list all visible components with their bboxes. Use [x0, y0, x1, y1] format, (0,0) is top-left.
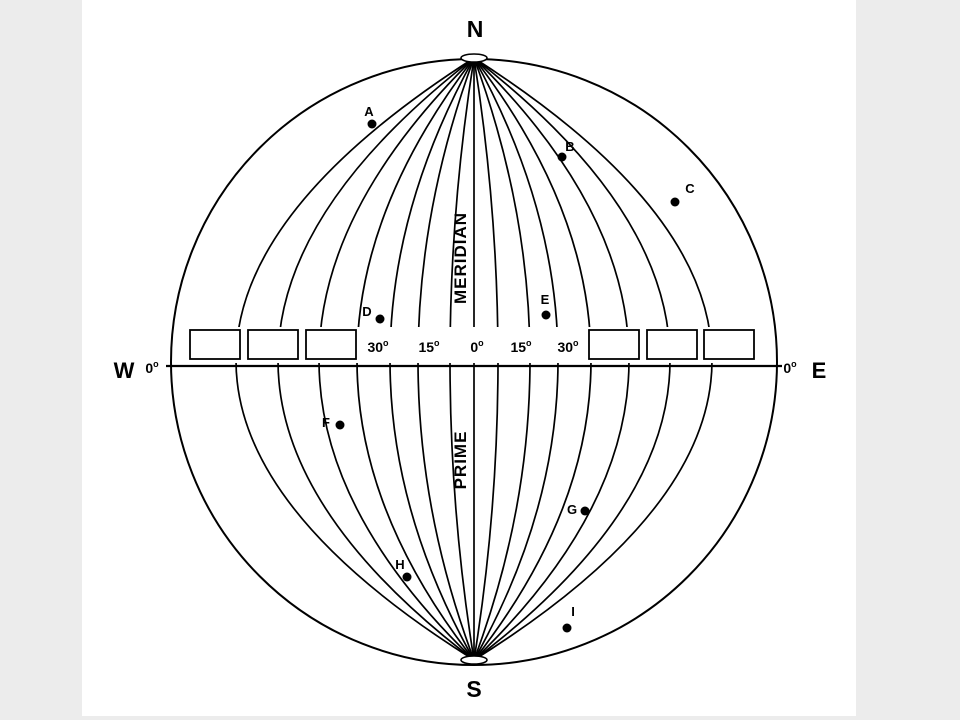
north-label: N [467, 16, 484, 42]
south-label: S [466, 676, 481, 702]
west-answer-box-3[interactable] [305, 329, 357, 360]
point-d-dot [375, 314, 385, 324]
east-answer-box-3[interactable] [703, 329, 755, 360]
scale-label-west-30: 30o [367, 338, 389, 355]
east-answer-box-1[interactable] [588, 329, 640, 360]
point-g-dot [580, 506, 590, 516]
point-i-label: I [571, 604, 575, 619]
scale-label-east-15: 15o [510, 338, 532, 355]
meridian-word-upper: MERIDIAN [451, 212, 470, 304]
scale-label-zero: 0o [470, 338, 484, 355]
point-e-dot [541, 310, 551, 320]
meridian-word-lower: PRIME [451, 431, 470, 490]
point-h: H [395, 557, 412, 582]
point-f: F [322, 415, 345, 430]
point-d: D [362, 304, 385, 324]
point-i: I [562, 604, 575, 633]
point-i-dot [562, 623, 572, 633]
point-c-label: C [685, 181, 695, 196]
point-f-dot [335, 420, 345, 430]
point-d-label: D [362, 304, 371, 319]
point-h-dot [402, 572, 412, 582]
point-e-label: E [541, 292, 550, 307]
west-label: W [114, 358, 135, 383]
east-label: E [812, 358, 827, 383]
point-g-label: G [567, 502, 577, 517]
point-a-dot [367, 119, 377, 129]
point-a-label: A [364, 104, 374, 119]
globe-diagram: 30o 15o 0o 15o 30o N S W E 0o 0o MERIDIA… [114, 16, 827, 702]
point-b-label: B [565, 139, 574, 154]
point-g: G [567, 502, 590, 517]
point-h-label: H [395, 557, 404, 572]
point-a: A [364, 104, 377, 129]
point-c-dot [670, 197, 680, 207]
scale-label-east-30: 30o [557, 338, 579, 355]
scale-label-west-15: 15o [418, 338, 440, 355]
west-edge-zero-label: 0o [145, 359, 159, 376]
diagram-page: 30o 15o 0o 15o 30o N S W E 0o 0o MERIDIA… [82, 0, 856, 716]
south-pole-cap [460, 655, 488, 665]
point-b-dot [557, 152, 567, 162]
point-b: B [557, 139, 575, 162]
east-answer-box-2[interactable] [646, 329, 698, 360]
point-f-label: F [322, 415, 330, 430]
point-c: C [670, 181, 695, 207]
point-e: E [541, 292, 551, 320]
east-edge-zero-label: 0o [783, 359, 797, 376]
west-answer-box-1[interactable] [189, 329, 241, 360]
north-pole-cap [460, 53, 488, 63]
west-answer-box-2[interactable] [247, 329, 299, 360]
